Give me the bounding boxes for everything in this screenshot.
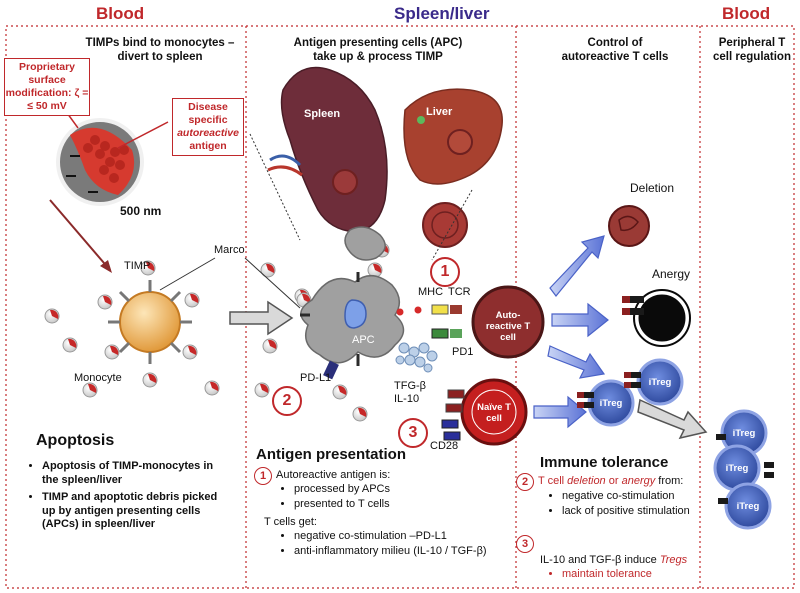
monocyte-label: Monocyte (74, 372, 122, 384)
liver-label: Liver (426, 106, 453, 118)
timp-particles (44, 242, 390, 422)
title-control: Control of autoreactive T cells (561, 37, 669, 63)
antigen-presentation-title: Antigen presentation (256, 446, 407, 463)
tgfb-label: TFG-β (394, 380, 426, 392)
it-tregs-line: IL-10 and TGF-β induce Tregs (540, 554, 688, 566)
surface-callout: Proprietary surface modification: ζ = ≤ … (4, 58, 90, 116)
pd1-label: PD1 (452, 346, 474, 358)
transfer-arrow (229, 300, 294, 336)
zoom-arrow (49, 199, 111, 271)
apoptosis-item: TIMP and apoptotic debris picked up by a… (42, 491, 230, 532)
naive-arrow (533, 395, 587, 429)
timp-antigen-core (88, 383, 97, 393)
apc-label: APC (352, 334, 375, 346)
step-3-marker: 3 (398, 418, 428, 448)
apoptosis-title: Apoptosis (36, 432, 115, 449)
mhc-label: MHC (418, 286, 444, 298)
marco-label: Marco (214, 244, 245, 256)
timp-antigen-core (266, 263, 275, 273)
itreg-label-4: iTreg (725, 463, 749, 474)
antigen-pointer (117, 121, 169, 149)
apoptosis-list: Apoptosis of TIMP-monocytes in the splee… (30, 460, 230, 533)
immune-tolerance-title: Immune tolerance (540, 454, 669, 471)
ap-list-2: negative co-stimulation –PD-L1 anti-infl… (282, 530, 514, 559)
itreg-cells (587, 358, 772, 530)
nanoparticle-zoom (56, 118, 144, 206)
il10-label: IL-10 (394, 393, 420, 405)
it-step-3-marker: 3 (516, 535, 534, 553)
header-spleen-liver: Spleen/liver (394, 4, 490, 23)
antigen-callout: Disease specific autoreactive antigen (172, 98, 244, 156)
anergy-arrow (551, 302, 609, 338)
tcr-label: TCR (448, 286, 471, 298)
it-item: lack of positive stimulation (562, 505, 700, 519)
spleen-label: Spleen (304, 108, 341, 120)
it-item: negative co-stimulation (562, 490, 700, 504)
timp-label: TIMP (124, 260, 151, 272)
timp-antigen-core (302, 293, 311, 303)
treg-arrow (547, 345, 606, 379)
autoreactive-cell-label: Auto-reactive T cell (485, 310, 531, 343)
ap-item: presented to T cells (294, 498, 482, 512)
ap-list-1: processed by APCs presented to T cells (282, 483, 482, 512)
cd28-label: CD28 (430, 440, 459, 452)
timp-antigen-core (210, 381, 219, 391)
it-line: T cell deletion or anergy from: (538, 475, 684, 487)
itreg-label-2: iTreg (599, 398, 623, 409)
pdl1-label: PD-L1 (300, 372, 332, 384)
timp-antigen-core (358, 407, 367, 417)
naive-cell-label: Naïve T cell (477, 402, 511, 424)
deleted-cell (608, 205, 650, 247)
ap-step-1-marker: 1 (254, 467, 272, 485)
apoptosis-item: Apoptosis of TIMP-monocytes in the splee… (42, 460, 230, 487)
ap-intro: Autoreactive antigen is: (276, 469, 391, 481)
timp-antigen-core (373, 263, 382, 273)
step-1-marker: 1 (430, 257, 460, 287)
timp-antigen-core (50, 309, 59, 319)
header-blood-right: Blood (722, 4, 771, 23)
it-maintain: maintain tolerance (550, 568, 700, 583)
spleen-organ (280, 66, 388, 233)
ap-item: negative co-stimulation –PD-L1 (294, 530, 514, 544)
timp-antigen-core (146, 261, 155, 271)
timp-antigen-core (110, 345, 119, 355)
title-peripheral: Peripheral T cell regulation (713, 37, 791, 63)
timp-antigen-core (268, 339, 277, 349)
timp-antigen-core (260, 383, 269, 393)
title-timps: TIMPs bind to monocytes –divert to splee… (85, 37, 235, 63)
ap-item: anti-inflammatory milieu (IL-10 / TGF-β) (294, 545, 514, 559)
title-apc: Antigen presenting cells (APC) take up &… (293, 37, 463, 63)
particle-size-label: 500 nm (120, 204, 162, 218)
deletion-label: Deletion (630, 181, 675, 195)
anergic-cell (635, 291, 689, 345)
timp-antigen-core (190, 293, 199, 303)
monocyte-cell (108, 280, 192, 364)
ap-item: processed by APCs (294, 483, 482, 497)
deletion-arrow (549, 235, 605, 297)
timp-antigen-core (188, 345, 197, 355)
ap-tcells: T cells get: (264, 516, 317, 528)
header-blood-left: Blood (96, 4, 145, 23)
it-step-2-marker: 2 (516, 473, 534, 491)
timp-antigen-core (103, 295, 112, 305)
step-2-marker: 2 (272, 386, 302, 416)
anergy-label: Anergy (652, 267, 691, 281)
itreg-label-1: iTreg (648, 377, 672, 388)
it-list: negative co-stimulation lack of positive… (550, 490, 700, 519)
timp-antigen-core (338, 385, 347, 395)
itreg-label-5: iTreg (736, 501, 760, 512)
timp-antigen-core (68, 338, 77, 348)
autoreactive-t-cell (471, 285, 545, 359)
export-arrow (637, 398, 708, 440)
timp-antigen-core (148, 373, 157, 383)
itreg-label-3: iTreg (732, 428, 756, 439)
